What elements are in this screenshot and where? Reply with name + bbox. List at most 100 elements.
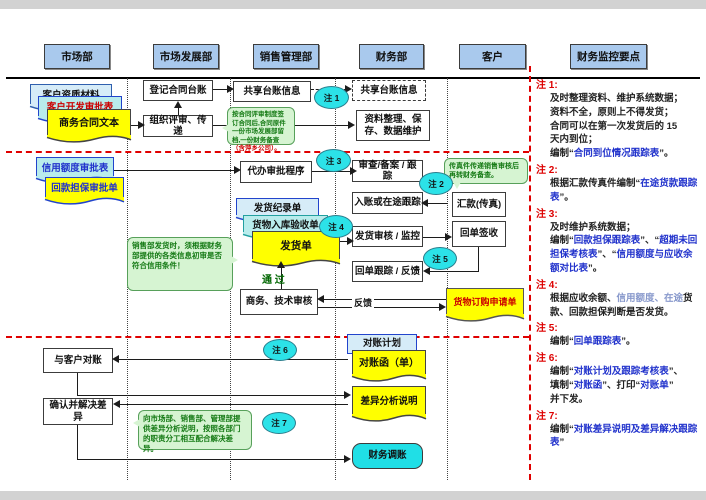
step-label: 共享台账信息 [360, 84, 418, 96]
step-data-archive-maintain: 资料整理、保存、数据维护 [356, 110, 430, 141]
note-label: 注 3: [536, 208, 558, 220]
arrowhead [138, 121, 145, 129]
lane-header-finance-monitoring: 财务监控要点 [570, 44, 647, 69]
note-label: 注 2: [536, 164, 558, 176]
doc-wave-edge [45, 197, 124, 205]
bottom-margin [0, 491, 706, 500]
doc-wave-edge [352, 374, 426, 382]
note-label: 注 1: [536, 80, 558, 91]
step-receipt-sign: 回单签收 [452, 221, 506, 247]
doc-label: 货物入库验收单 [252, 219, 319, 231]
doc-label: 回款担保审批单 [51, 183, 118, 194]
step-reconcile-with-customer: 与客户对账 [43, 348, 113, 373]
doc-wave-edge [47, 135, 131, 143]
step-label: 代办审批程序 [247, 166, 305, 178]
arrowhead [113, 400, 120, 408]
note-item: 注 4:根据应收余额、信用额度、在途货款、回款担保判断是否发货。 [536, 279, 702, 320]
step-review-record-track: 审查/备案 / 跟踪 [352, 160, 423, 182]
lane-divider [335, 78, 336, 480]
note-label: 注 5: [536, 323, 558, 335]
lane-label: 市场发展部 [159, 51, 213, 63]
step-label: 确认并解决差异 [49, 400, 107, 423]
label-pass: 通 过 [262, 271, 285, 286]
doc-shipping-order: 发货单 [252, 231, 340, 261]
note-badge-1: 注 1 [314, 86, 349, 109]
monitoring-column-divider [529, 66, 531, 480]
lane-divider [447, 78, 448, 480]
lane-label: 客户 [482, 51, 503, 63]
doc-label: 货物订购申请单 [453, 297, 517, 307]
arrowhead [348, 121, 355, 129]
arrowhead [344, 455, 351, 463]
callout-tail [453, 182, 461, 189]
note-label: 注 4: [536, 279, 558, 291]
callout-tail [231, 256, 238, 264]
phase-divider-1 [6, 151, 529, 153]
step-label: 商务、技术审核 [245, 296, 313, 308]
step-label: 共享台账信息 [243, 85, 301, 97]
arrowhead [345, 85, 352, 93]
arrowhead [350, 167, 357, 175]
note-item: 注 2:根据汇款传真件编制“在途货款跟踪表”。 [536, 164, 702, 205]
header-separator-line [6, 77, 700, 79]
label-feedback: 反馈 [352, 296, 375, 309]
step-label: 对账计划 [362, 338, 401, 350]
step-finance-adjustment: 财务调账 [352, 443, 423, 469]
lane-label: 财务部 [375, 51, 408, 63]
flow-label: 反馈 [354, 298, 373, 308]
step-label: 发货审核 / 监控 [355, 230, 420, 242]
callout-text: 传真件传递销售审核后再转财务备查。 [449, 163, 519, 179]
note-body: 编制“对账计划及跟踪考核表”、 填制“对账函”、打印“对账单” 并下发。 [550, 366, 684, 405]
badge-label: 注 6 [272, 345, 288, 355]
step-share-ledger-info-finance: 共享台账信息 [352, 80, 426, 101]
callout-text: 销售部发货时，须根据财务部提供的各类信息初审是否符合信用条件！ [132, 241, 222, 270]
doc-label: 差异分析说明 [360, 396, 418, 407]
note-badge-3: 注 3 [316, 149, 351, 172]
note-badge-6: 注 6 [263, 339, 297, 361]
badge-label: 注 2 [428, 178, 444, 189]
arrowhead [277, 261, 285, 268]
doc-label: 信用额度审批表 [41, 162, 109, 174]
step-label: 资料整理、保存、数据维护 [364, 114, 422, 137]
arrowhead [439, 303, 446, 311]
lane-label: 销售管理部 [259, 51, 313, 63]
doc-payment-guarantee-approval: 回款担保审批单 [45, 177, 124, 199]
note-body: 根据汇款传真件编制“在途货款跟踪表”。 [550, 177, 698, 203]
note-badge-5: 注 5 [423, 247, 457, 270]
badge-label: 注 3 [325, 155, 342, 166]
doc-label: 商务合同文本 [59, 118, 119, 129]
arrowhead [347, 237, 354, 245]
lane-header-market-development: 市场发展部 [153, 44, 219, 69]
callout-difference-resolution: 向市场部、销售部、管理部提供差异分析说明，按照各部门的职责分工相互配合解决差异。 [133, 410, 252, 453]
step-label: 与客户对账 [54, 354, 102, 366]
step-agency-approval-procedure: 代办审批程序 [240, 161, 312, 183]
doc-wave-edge [446, 314, 524, 322]
doc-label: 对账函（单） [359, 358, 419, 369]
step-organize-review-transfer: 组织评审、传递 [143, 115, 213, 137]
note-item: 注 5:编制“回单跟踪表”。 [536, 322, 702, 349]
step-label: 登记合同台账 [149, 84, 207, 96]
badge-label: 注 1 [323, 92, 340, 103]
step-receipt-track-feedback: 回单跟踪 / 反馈 [352, 261, 423, 282]
note-item: 注 1:及时整理资料、维护系统数据； 资料不全，原则上不得发货； 合同可以在第一… [536, 79, 702, 161]
arrowhead [234, 166, 241, 174]
callout-credit-check: 销售部发货时，须根据财务部提供的各类信息初审是否符合信用条件！ [127, 237, 238, 291]
arrowhead [317, 295, 324, 303]
flow-label: 通 过 [262, 275, 285, 286]
step-label: 组织评审、传递 [149, 114, 207, 138]
badge-label: 注 4 [328, 221, 344, 232]
badge-label: 注 5 [432, 253, 448, 264]
step-confirm-resolve-differences: 确认并解决差异 [43, 398, 113, 425]
step-label: 入账或在途跟踪 [354, 197, 421, 209]
doc-business-contract: 商务合同文本 [47, 109, 131, 137]
lane-header-finance: 财务部 [359, 44, 424, 69]
monitoring-notes-column: 注 1:及时整理资料、维护系统数据； 资料不全，原则上不得发货； 合同可以在第一… [536, 79, 702, 453]
arrowhead [445, 233, 452, 241]
top-margin [0, 0, 706, 9]
note-badge-2: 注 2 [419, 172, 453, 195]
lane-header-marketing: 市场部 [44, 44, 110, 69]
note-body: 及时维护系统数据； 编制“回款担保跟踪表”、“超期未回担保考核表”、“信用额度与… [550, 221, 698, 274]
arrowhead [174, 101, 182, 108]
callout-text: 按合同评审制度签订合同后,合同原件一份市场发展部留档,一份财务备查（含萍乡公司）… [232, 111, 286, 152]
